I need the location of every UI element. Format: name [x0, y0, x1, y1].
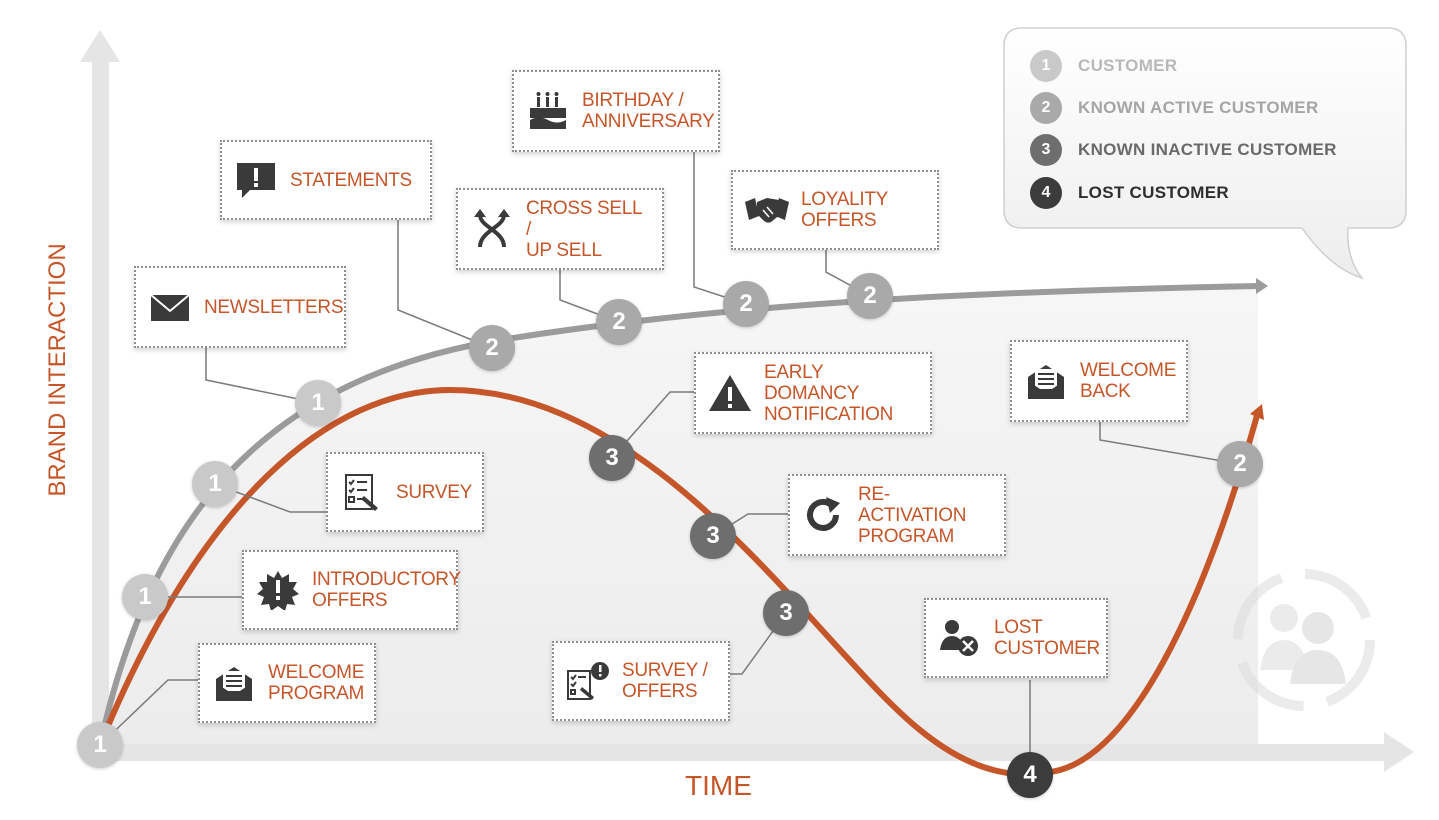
user-remove-icon: [938, 618, 982, 658]
lifecycle-curve-arrow: [1250, 404, 1264, 420]
box-line2: ANNIVERSARY: [582, 111, 715, 132]
stage-node: 1: [192, 461, 238, 507]
legend-num: 2: [1030, 92, 1062, 124]
touchpoint-cross-sell: CROSS SELL /UP SELL: [456, 188, 664, 270]
y-axis-label: BRAND INTERACTION: [44, 243, 71, 497]
stage-node: 1: [295, 380, 341, 426]
touchpoint-birthday: BIRTHDAY /ANNIVERSARY: [512, 70, 720, 152]
stage-node: 2: [1217, 441, 1263, 487]
stage-node: 1: [122, 574, 168, 620]
box-line1: SURVEY: [396, 481, 472, 503]
envelope-letter-icon: [212, 663, 256, 703]
box-line2: UP SELL: [526, 239, 602, 261]
legend-num: 4: [1030, 177, 1062, 209]
box-line1: CROSS SELL /: [526, 197, 642, 240]
box-line2: OFFERS: [801, 210, 877, 231]
legend-bubble: [1003, 27, 1407, 280]
envelope-icon: [148, 287, 192, 327]
stage-node: 1: [77, 722, 123, 768]
box-line1: LOYALITY: [801, 189, 889, 210]
box-line1: LOST: [994, 617, 1043, 638]
speech-alert-icon: [234, 160, 278, 200]
stage-node: 3: [763, 590, 809, 636]
box-line1: RE-ACTIVATION: [858, 483, 967, 526]
box-line2: NOTIFICATION: [764, 403, 894, 425]
stage-node: 4: [1007, 752, 1053, 798]
active-curve-arrow: [1256, 278, 1268, 294]
crossing-arrows-icon: [470, 209, 514, 249]
box-line2: PROGRAM: [858, 525, 955, 547]
box-line1: STATEMENTS: [290, 169, 412, 191]
touchpoint-survey-offers: SURVEY /OFFERS: [552, 641, 730, 721]
box-line2: BACK: [1080, 381, 1131, 402]
box-line2: OFFERS: [312, 590, 388, 611]
stage-node: 3: [589, 435, 635, 481]
box-line1: SURVEY /: [622, 660, 708, 681]
box-line1: BIRTHDAY /: [582, 90, 684, 111]
box-line1: INTRODUCTORY: [312, 569, 461, 590]
checklist-alert-icon: [566, 661, 610, 701]
legend-item-known-inactive: 3 KNOWN INACTIVE CUSTOMER: [1030, 134, 1337, 166]
box-line2: CUSTOMER: [994, 638, 1100, 659]
legend-num: 1: [1030, 50, 1062, 82]
box-line2: PROGRAM: [268, 683, 365, 704]
x-axis: [100, 744, 1390, 761]
legend-item-customer: 1 CUSTOMER: [1030, 50, 1177, 82]
touchpoint-newsletters: NEWSLETTERS: [134, 266, 346, 348]
x-axis-label: TIME: [685, 770, 752, 801]
checklist-icon: [340, 472, 384, 512]
lifecycle-curve: [97, 386, 1261, 778]
box-line1: NEWSLETTERS: [204, 296, 344, 318]
starburst-alert-icon: [256, 570, 300, 610]
stage-node: 2: [469, 325, 515, 371]
handshake-icon: [745, 190, 789, 230]
stage-node: 2: [596, 299, 642, 345]
box-line1: EARLY DOMANCY: [764, 361, 860, 404]
legend-label: KNOWN ACTIVE CUSTOMER: [1078, 98, 1319, 117]
stage-node: 3: [690, 513, 736, 559]
legend-label: CUSTOMER: [1078, 56, 1178, 75]
legend-label: KNOWN INACTIVE CUSTOMER: [1078, 140, 1337, 159]
y-axis: [92, 58, 109, 748]
box-line1: WELCOME: [1080, 360, 1177, 381]
envelope-letter-icon: [1024, 361, 1068, 401]
warning-icon: [708, 373, 752, 413]
stage-node: 2: [723, 281, 769, 327]
legend-label: LOST CUSTOMER: [1078, 183, 1229, 202]
cake-icon: [526, 91, 570, 131]
x-axis-arrow: [1384, 732, 1414, 772]
legend: 1 CUSTOMER 2 KNOWN ACTIVE CUSTOMER 3 KNO…: [1002, 28, 1406, 228]
stage-node: 2: [847, 273, 893, 319]
box-line1: WELCOME: [268, 662, 365, 683]
legend-item-lost: 4 LOST CUSTOMER: [1030, 177, 1229, 209]
legend-item-known-active: 2 KNOWN ACTIVE CUSTOMER: [1030, 92, 1319, 124]
y-axis-arrow: [80, 30, 120, 62]
box-line2: OFFERS: [622, 681, 698, 702]
legend-num: 3: [1030, 134, 1062, 166]
touchpoint-survey: SURVEY: [326, 452, 484, 532]
refresh-icon: [802, 495, 846, 535]
recycle-users-watermark-icon: [1233, 569, 1375, 711]
touchpoint-statements: STATEMENTS: [220, 140, 432, 220]
